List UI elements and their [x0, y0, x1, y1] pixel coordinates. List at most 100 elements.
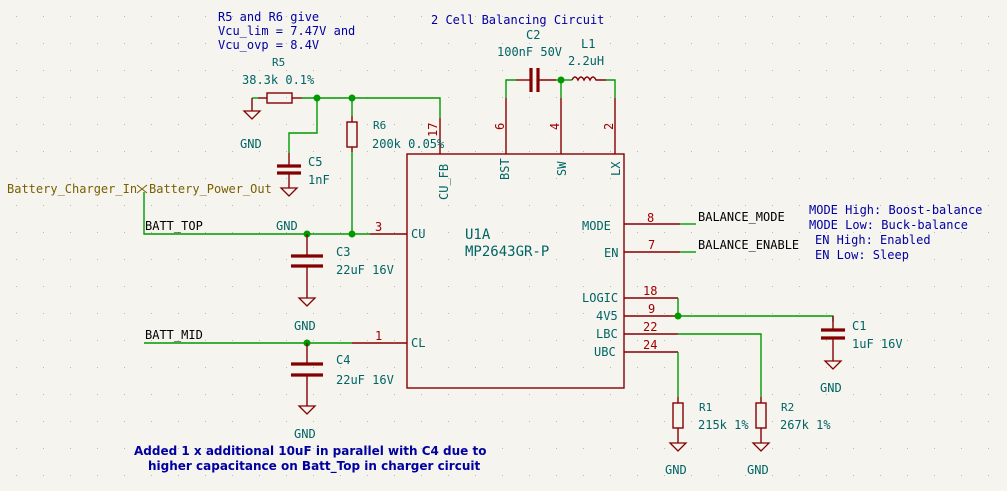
resistor-r2[interactable]: R2 267k 1% GND	[747, 397, 831, 477]
junction	[674, 312, 682, 320]
c1-ref: C1	[852, 319, 866, 333]
pin-name-ubc: UBC	[594, 345, 616, 359]
c4-ref: C4	[336, 353, 350, 367]
gnd-symbol	[823, 360, 843, 370]
l1-value: 2.2uH	[568, 54, 604, 68]
resistor-r6[interactable]: R6 200k 0.05%	[346, 116, 445, 152]
c1-value: 1uF 16V	[852, 337, 903, 351]
ic-ref: U1A	[465, 227, 491, 243]
wire-lbc	[678, 333, 762, 397]
pin-name-cu: CU	[411, 227, 425, 241]
r5-value: 38.3k 0.1%	[242, 73, 315, 87]
pin-name-cu-fb: CU_FB	[437, 164, 451, 200]
ic-u1a[interactable]: U1A MP2643GR-P CU CL CU_FB BST SW LX MOD…	[406, 153, 625, 389]
wire-batt-top	[143, 192, 370, 235]
note-line: EN Low: Sleep	[815, 248, 909, 262]
c2-value: 100nF 50V	[497, 45, 562, 59]
pin-number-bst: 6	[493, 123, 507, 130]
r6-ref: R6	[373, 119, 386, 132]
pin-number-logic: 18	[643, 284, 657, 298]
net-label-balance-enable[interactable]: BALANCE_ENABLE	[698, 238, 799, 252]
c5-ref: C5	[308, 155, 322, 169]
pin-number-lx: 2	[602, 123, 616, 130]
r5-ref: R5	[272, 56, 285, 69]
note-line: MODE Low: Buck-balance	[809, 218, 968, 232]
gnd-symbol	[668, 442, 688, 452]
r6-value: 200k 0.05%	[372, 137, 445, 151]
c3-value: 22uF 16V	[336, 263, 394, 277]
net-label-balance-mode[interactable]: BALANCE_MODE	[698, 210, 785, 224]
gnd-symbol	[297, 297, 317, 307]
note-line: Vcu_lim = 7.47V and	[218, 24, 355, 38]
capacitor-c4[interactable]: C4 22uF 16V GND	[291, 343, 394, 441]
net-label-batt-top[interactable]: BATT_TOP	[145, 219, 203, 233]
pin-name-bst: BST	[498, 158, 512, 180]
gnd-label: GND	[294, 319, 316, 333]
c3-ref: C3	[336, 245, 350, 259]
gnd-symbol	[279, 187, 299, 197]
r2-value: 267k 1%	[780, 418, 831, 432]
note-line: MODE High: Boost-balance	[809, 203, 982, 217]
gnd-label: GND	[240, 137, 262, 151]
note-line: R5 and R6 give	[218, 10, 319, 24]
inductor-l1[interactable]: L1 2.2uH	[568, 37, 606, 82]
pin-number-en: 7	[648, 238, 655, 252]
hier-label-battery-power-out[interactable]: Battery_Power_Out	[149, 182, 272, 196]
capacitor-c2[interactable]: C2 100nF 50V	[497, 28, 562, 92]
r1-value: 215k 1%	[698, 418, 749, 432]
pin-name-sw: SW	[555, 161, 569, 176]
pin-number-4v5: 9	[648, 302, 655, 316]
gnd-label: GND	[747, 463, 769, 477]
pin-number-ubc: 24	[643, 338, 657, 352]
ic-body	[406, 153, 625, 389]
c2-ref: C2	[526, 28, 540, 42]
svg-text:Battery_Power_Out: Battery_Power_Out	[149, 182, 272, 196]
pin-number-cu-fb: 17	[426, 123, 440, 137]
gnd-label: GND	[665, 463, 687, 477]
note-line: Added 1 x additional 10uF in parallel wi…	[134, 444, 486, 458]
gnd-label: GND	[820, 381, 842, 395]
ic-value: MP2643GR-P	[465, 244, 549, 260]
pin-name-en: EN	[604, 246, 618, 260]
resistor-r1[interactable]: R1 215k 1% GND	[665, 397, 749, 477]
l1-ref: L1	[581, 37, 595, 51]
note-line: Vcu_ovp = 8.4V	[218, 38, 319, 52]
r2-ref: R2	[781, 401, 794, 414]
capacitor-c5[interactable]: C5 1nF	[277, 153, 330, 197]
wire-c5	[288, 98, 318, 153]
note-mode-en: MODE High: Boost-balance MODE Low: Buck-…	[809, 203, 982, 262]
pin-number-sw: 4	[548, 123, 562, 130]
pin-number-cl: 1	[375, 329, 382, 343]
gnd-symbol	[751, 442, 771, 452]
note-line: higher capacitance on Batt_Top in charge…	[148, 459, 480, 474]
pin-name-logic: LOGIC	[582, 291, 618, 305]
note-r5-r6: R5 and R6 give Vcu_lim = 7.47V and Vcu_o…	[218, 10, 355, 52]
net-label-batt-mid[interactable]: BATT_MID	[145, 328, 203, 342]
note-line: EN High: Enabled	[815, 233, 931, 247]
svg-text:Battery_Charger_In: Battery_Charger_In	[7, 182, 137, 196]
r1-ref: R1	[699, 401, 712, 414]
hier-connector	[136, 184, 148, 194]
pin-number-lbc: 22	[643, 320, 657, 334]
junction	[557, 76, 565, 84]
pin-number-cu: 3	[375, 220, 382, 234]
gnd-label: GND	[276, 219, 298, 233]
junction	[348, 230, 356, 238]
resistor-r5[interactable]: R5 38.3k 0.1%	[242, 56, 315, 104]
sheet-title-note: 2 Cell Balancing Circuit	[431, 13, 604, 27]
gnd-symbol	[297, 405, 317, 415]
note-c4-additional: Added 1 x additional 10uF in parallel wi…	[134, 444, 486, 474]
gnd-label: GND	[294, 427, 316, 441]
capacitor-c1[interactable]: C1 1uF 16V GND	[820, 316, 903, 395]
pin-name-cl: CL	[411, 336, 425, 350]
wire-cu-fb	[302, 97, 441, 118]
pin-name-lx: LX	[609, 161, 623, 176]
pin-name-mode: MODE	[582, 219, 611, 233]
c5-value: 1nF	[308, 173, 330, 187]
capacitor-c3[interactable]: C3 22uF 16V GND	[291, 234, 394, 333]
hier-label-battery-charger-in[interactable]: Battery_Charger_In	[7, 182, 137, 196]
c4-value: 22uF 16V	[336, 373, 394, 387]
